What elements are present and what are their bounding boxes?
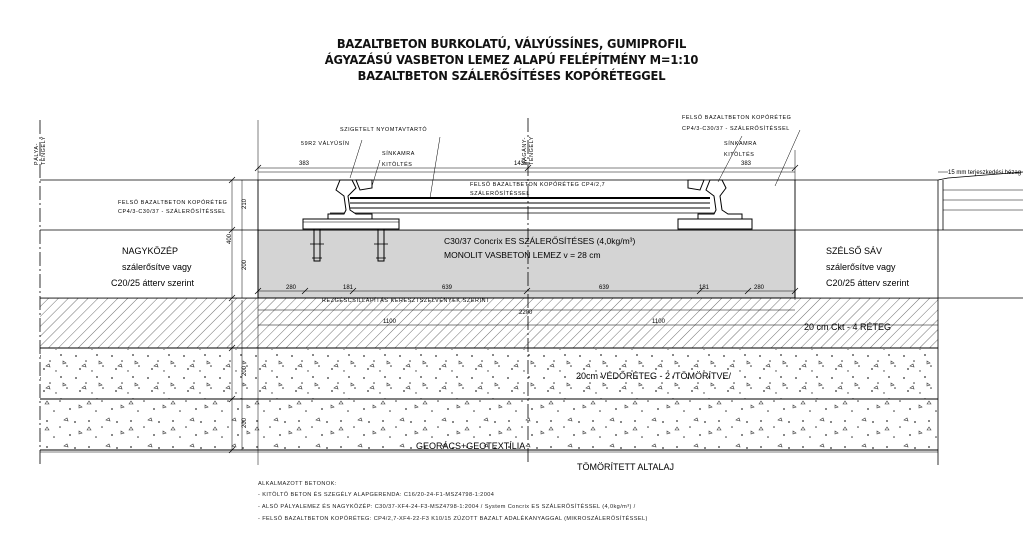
felso-left-label-2: CP4/3-C30/37 - SZÁLERŐSÍTÉSSEL — [118, 208, 226, 215]
rezgescsillapitas-label: REZGÉSCSILLAPÍTÁS KERESZTSZELVÉNYEK SZER… — [322, 297, 490, 304]
palya-tengely-label-2: TENGELY — [41, 136, 47, 165]
axis-labels: PÁLYA- TENGELY VÁGÁNY- TENGELY — [33, 136, 535, 165]
dim-383-right: 383 — [741, 161, 752, 167]
component-labels: SZIGETELT NYOMTAVTARTÓ 59R2 VÁLYÚSÍN SÍN… — [111, 114, 1021, 472]
notes-line-1: - KITÖLTŐ BETON ÉS SZEGÉLY ALAPGERENDA: … — [258, 492, 495, 498]
dim-1100-left: 1100 — [383, 319, 397, 325]
dim-200c: 200 — [242, 417, 248, 428]
notes-line-3: - FELSŐ BAZALTBETON KOPÓRÉTEG: CP4/2,7-X… — [258, 516, 648, 522]
sinkamra-left-label-1: SÍNKAMRA — [382, 150, 415, 157]
georacs-label: GEORÁCS+GEOTEXTÍLIA — [416, 441, 525, 451]
dim-280-left: 280 — [286, 285, 297, 291]
nagykozep-label-3: C20/25 átterv szerint — [111, 278, 195, 288]
felso-right-label-2: CP4/3-C30/37 - SZÁLERŐSÍTÉSSEL — [682, 125, 790, 132]
dilatacio-label: 15 mm terjeszkedési hézag — [948, 170, 1021, 176]
layer-ckt — [40, 297, 938, 349]
outer-edge — [937, 171, 1023, 230]
dim-1435: 1435 — [514, 161, 528, 167]
valyusin-label: 59R2 VÁLYÚSÍN — [301, 140, 349, 147]
title-line-2: ÁGYAZÁSÚ VASBETON LEMEZ ALAPÚ FELÉPÍTMÉN… — [324, 52, 699, 67]
dim-383-left: 383 — [299, 161, 310, 167]
dim-200b: 200 — [242, 365, 248, 376]
layer-vedoreteg — [40, 349, 938, 400]
szelso-label-3: C20/25 átterv szerint — [826, 278, 910, 288]
tomoritett-label: TÖMÖRÍTETT ALTALAJ — [577, 462, 674, 472]
felso-right-label-1: FELSŐ BAZALTBETON KOPÓRÉTEG — [682, 114, 791, 121]
sinkamra-left-label-2: KITÖLTÉS — [382, 161, 412, 168]
notes-line-2: - ALSÓ PÁLYALEMEZ ÉS NAGYKÖZÉP: C30/37-X… — [258, 504, 636, 510]
axis-lines — [39, 118, 939, 465]
vedoreteg-label: 20cm VÉDŐRÉTEG - 2 /TÖMÖRÍTVE/ — [576, 371, 732, 381]
notes-heading: ALKALMAZOTT BETONOK: — [258, 481, 337, 487]
sinkamra-right-label-1: SÍNKAMRA — [724, 140, 757, 147]
right-groove-rail — [677, 179, 753, 230]
left-anchors — [310, 228, 388, 262]
dim-1100-right: 1100 — [652, 319, 666, 325]
felso-left-label-1: FELSŐ BAZALTBETON KOPÓRÉTEG — [118, 199, 227, 206]
dim-200a: 200 — [242, 259, 248, 270]
szelso-label-1: SZÉLSŐ SÁV — [826, 246, 882, 256]
nagykozep-label-1: NAGYKÖZÉP — [122, 246, 178, 256]
dim-639-right: 639 — [599, 285, 610, 291]
nagykozep-label-2: szálerősítve vagy — [122, 262, 192, 272]
dim-181-right: 181 — [699, 285, 710, 291]
sinkamra-right-label-2: KITÖLTÉS — [724, 151, 754, 158]
gauge-tie-bar — [330, 197, 720, 214]
ckt-label: 20 cm Ckt - 4 RÉTEG — [804, 322, 891, 332]
plate-label-2: MONOLIT VASBETON LEMEZ v = 28 cm — [444, 250, 601, 260]
dimension-lines — [231, 129, 948, 450]
szelso-label-2: szálerősítve vagy — [826, 262, 896, 272]
dim-280-right: 280 — [754, 285, 765, 291]
layer-georacs — [40, 400, 938, 453]
dimension-labels: 383 1435 383 210 400 200 280 181 639 639… — [227, 161, 765, 428]
dim-639-left: 639 — [442, 285, 453, 291]
felso-center-label-1: FELSŐ BAZALTBETON KOPÓRÉTEG CP4/2,7 — [470, 181, 605, 188]
vagany-tengely-label-1: VÁGÁNY- — [521, 137, 528, 165]
palya-tengely-label-1: PÁLYA- — [33, 143, 40, 165]
title-line-3: BAZALTBETON SZÁLERŐSÍTÉSES KOPÓRÉTEGGEL — [357, 68, 666, 83]
dim-210: 210 — [242, 198, 248, 209]
szigetelt-label: SZIGETELT NYOMTAVTARTÓ — [340, 126, 427, 133]
title-line-1: BAZALTBETON BURKOLATÚ, VÁLYÚSSÍNES, GUMI… — [336, 36, 687, 51]
dim-400: 400 — [227, 233, 233, 244]
vagany-tengely-label-2: TENGELY — [529, 136, 535, 165]
left-groove-rail — [302, 179, 400, 230]
dim-181-left: 181 — [343, 285, 354, 291]
plate-label-1: C30/37 Concrix ES SZÁLERŐSÍTÉSES (4,0kg/… — [444, 236, 635, 246]
dim-2200: 2200 — [519, 310, 533, 316]
felso-center-label-2: SZÁLERŐSÍTÉSSEL — [470, 190, 530, 197]
dimension-ticks — [228, 164, 799, 454]
